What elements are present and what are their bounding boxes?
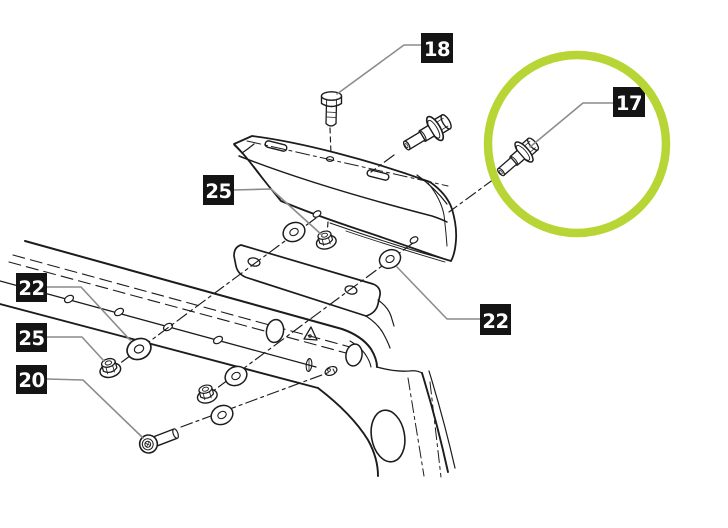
callout-17-number: 17 (616, 92, 642, 115)
axis-shoulder-bolt-right (370, 154, 395, 173)
pad-left-corner-facet-2 (241, 143, 255, 154)
axis-bolt20 (180, 371, 331, 428)
callout-22-right-box (480, 304, 511, 335)
callout-18-number: 18 (424, 38, 450, 61)
shoulder-bolt-right (397, 107, 457, 160)
leader-18 (336, 44, 422, 95)
oval-mark-line (332, 368, 336, 374)
frame-leg (317, 366, 456, 478)
rail-hole (113, 307, 125, 317)
pad-right-bevel-line (416, 174, 448, 205)
leg-centerline-1 (407, 377, 425, 477)
leader-22-right (396, 266, 481, 320)
leader-22-left (46, 286, 131, 341)
callout-20-box (16, 365, 47, 394)
hex-bolt-18 (320, 91, 343, 127)
rail-large-hole (345, 343, 363, 367)
leaf-mark (305, 357, 313, 373)
pad-right-edge-inner (427, 182, 448, 247)
pad-centerline (246, 140, 449, 187)
callout-22-right-number: 22 (482, 310, 508, 333)
pad-skirt-hole (312, 210, 322, 218)
highlight-ring (483, 50, 671, 238)
hardware (96, 91, 545, 454)
washer-22-right (375, 245, 405, 273)
leg-right-outer-edge (421, 372, 449, 473)
leader-17 (529, 102, 614, 148)
nut-25-top (313, 228, 339, 252)
warning-triangle-dot (308, 334, 312, 338)
leg-top-edge (376, 366, 423, 374)
callout-20-number: 20 (18, 369, 44, 392)
pad-rolled-edge-1 (329, 222, 449, 261)
nut-mid (194, 382, 220, 406)
callout-25-top-box (203, 175, 234, 205)
oval-mark (324, 365, 338, 377)
axis-bolt18-upper (329, 127, 332, 155)
rail-face-top-edge (0, 280, 317, 368)
callout-25-left-number: 25 (18, 327, 44, 350)
leg-oval-hole (370, 409, 406, 463)
frame-rail (0, 240, 378, 389)
washer-bolt20 (207, 401, 237, 429)
shoulder-bolt-17 (490, 131, 545, 184)
leader-25-left (46, 336, 105, 362)
pad-top-front-edge (238, 155, 448, 223)
callout-25-top-number: 25 (205, 180, 231, 203)
rail-hole (63, 294, 75, 304)
bracket-step-line-2 (365, 315, 391, 349)
oval-mark-dot (327, 368, 331, 372)
callout-17-box (613, 87, 645, 117)
mounting-bracket (233, 244, 395, 349)
callout-25-left-box (16, 323, 47, 352)
socket-screw-20 (138, 428, 179, 454)
callout-22-left-box (16, 273, 47, 302)
rail-hidden-edge-2 (8, 261, 347, 354)
callout-labels: 18 17 25 22 22 25 20 (16, 33, 645, 394)
leader-lines (46, 44, 614, 439)
rail-large-hole (265, 318, 285, 344)
pad-outline (233, 135, 458, 262)
axis-part17 (448, 178, 495, 213)
pad-skirt-hole (409, 236, 419, 244)
warning-triangle-mark (303, 326, 318, 341)
bracket-step-line (377, 299, 395, 327)
leader-25-top (232, 188, 323, 236)
leg-left-edge (317, 387, 379, 477)
callout-18-box (421, 33, 453, 63)
bracket-hole (247, 257, 261, 267)
pad-rolled-edge-2 (345, 230, 446, 263)
mounting-pad (233, 135, 458, 263)
rail-hole (212, 335, 224, 345)
pad-slot (366, 169, 390, 181)
leg-right-inner-edge (428, 370, 456, 469)
line-art (0, 91, 545, 478)
rail-face-bottom-edge (0, 303, 319, 389)
callout-22-left-number: 22 (18, 277, 44, 300)
leg-centerline-2 (429, 381, 442, 478)
rail-top-edge (24, 240, 378, 368)
leader-20 (46, 378, 144, 439)
nut-25-left (96, 355, 123, 381)
bracket-hole (344, 285, 358, 295)
